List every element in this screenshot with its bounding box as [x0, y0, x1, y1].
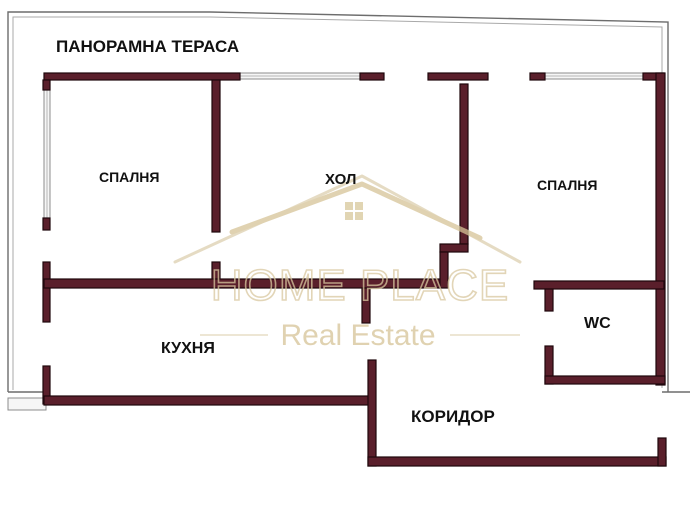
room-label-bedroom-right: СПАЛНЯ: [537, 177, 597, 193]
watermark-brand: HOME PLACE: [211, 261, 510, 310]
wall-segment: [459, 83, 469, 245]
wall-segment: [427, 72, 489, 81]
wall-segment: [544, 375, 666, 385]
wall-segment: [43, 72, 241, 81]
wall-segment: [42, 79, 51, 91]
wall-segment: [359, 72, 385, 81]
wall-segment: [529, 72, 546, 81]
wall-segment: [42, 217, 51, 231]
wall-segment: [533, 280, 665, 290]
wall-segment: [439, 251, 449, 289]
wall-segment: [361, 287, 371, 324]
watermark-window-icon: [345, 202, 363, 220]
room-label-terrace: ПАНОРАМНА ТЕРАСА: [56, 37, 239, 56]
watermark-roof-inner: [229, 181, 483, 241]
wall-segment: [211, 79, 221, 233]
window-exit: [7, 397, 47, 411]
wall-segment: [544, 288, 554, 312]
wall-segment: [42, 261, 51, 323]
room-label-living: ХОЛ: [325, 171, 356, 188]
room-label-wc: WC: [584, 315, 611, 332]
wall-segment: [367, 359, 377, 467]
walls: [42, 72, 667, 467]
wall-segment: [439, 243, 469, 253]
wall-segment: [655, 72, 666, 386]
wall-segment: [367, 456, 667, 467]
room-labels: ПАНОРАМНА ТЕРАСА СПАЛНЯ ХОЛ СПАЛНЯ КУХНЯ…: [56, 37, 611, 426]
watermark: HOME PLACE Real Estate: [173, 174, 522, 352]
room-label-corridor: КОРИДОР: [411, 407, 495, 426]
room-label-bedroom-left: СПАЛНЯ: [99, 169, 159, 185]
room-label-kitchen: КУХНЯ: [161, 340, 215, 357]
watermark-tagline: Real Estate: [280, 319, 435, 352]
wall-segment: [657, 437, 667, 467]
wall-segment: [43, 395, 371, 406]
